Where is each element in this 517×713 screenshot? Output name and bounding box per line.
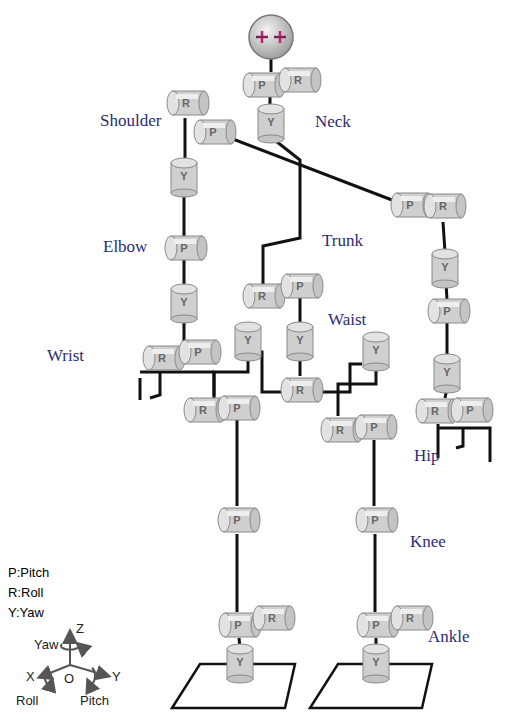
joint-name: Knee <box>410 533 446 550</box>
joint-letter: P <box>370 422 377 433</box>
joint-letter: P <box>372 620 379 631</box>
joint-cylinder <box>171 284 197 323</box>
joint-name: Neck <box>315 113 351 130</box>
joint-cylinder <box>451 398 493 422</box>
joint-letter: R <box>258 291 266 302</box>
joint-letter: P <box>406 200 413 211</box>
axis-label: Pitch <box>80 694 109 707</box>
joint-cylinder <box>428 299 470 323</box>
axis-label: Yaw <box>34 638 58 651</box>
axis-label: Z <box>76 622 84 635</box>
joint-name: Waist <box>328 311 366 328</box>
joint-letter: P <box>180 243 187 254</box>
joint-name: Hip <box>414 447 440 464</box>
joint-letter: P <box>443 306 450 317</box>
joint-cylinder <box>179 340 221 364</box>
joint-letter: P <box>233 403 240 414</box>
joint-cylinder <box>218 396 260 420</box>
joint-letter: R <box>439 201 447 212</box>
joint-cylinder <box>194 120 236 144</box>
joint-letter: P <box>258 80 265 91</box>
joint-letter: R <box>296 385 304 396</box>
joint-cylinder <box>363 644 389 683</box>
joint-name: Elbow <box>103 238 147 255</box>
joint-cylinder <box>165 236 207 260</box>
joint-cylinder <box>218 508 260 532</box>
joint-cylinder <box>258 104 284 143</box>
legend-text: Y:Yaw <box>8 606 44 619</box>
joint-letter: Y <box>180 297 187 308</box>
axis-label: O <box>64 672 74 685</box>
joint-cylinder <box>281 378 323 402</box>
joint-name: Shoulder <box>100 112 161 129</box>
joint-name: Wrist <box>47 347 84 364</box>
joint-cylinder <box>171 158 197 197</box>
joint-letter: R <box>431 406 439 417</box>
joint-letter: R <box>406 613 414 624</box>
joint-letter: R <box>158 353 166 364</box>
joint-letter: R <box>199 405 207 416</box>
joint-cylinder <box>432 249 458 288</box>
joint-name: Trunk <box>322 232 363 249</box>
joint-letter: P <box>209 127 216 138</box>
joint-cylinder <box>434 354 460 393</box>
joint-cylinder <box>391 606 433 630</box>
axis-label: Y <box>112 670 121 683</box>
joint-cylinder <box>279 68 321 92</box>
joint-letter: R <box>268 613 276 624</box>
joint-letter: Y <box>443 367 450 378</box>
joint-cylinder <box>281 274 323 298</box>
joint-letter: P <box>371 515 378 526</box>
axis-label: X <box>26 670 35 683</box>
joint-letter: R <box>182 98 190 109</box>
joint-letter: Y <box>441 262 448 273</box>
joint-letter: P <box>296 281 303 292</box>
joint-letter: P <box>233 515 240 526</box>
legend-text: R:Roll <box>8 586 43 599</box>
joint-letter: Y <box>372 657 379 668</box>
joint-cylinder <box>243 284 285 308</box>
joint-name: Ankle <box>428 628 470 645</box>
joint-letter: R <box>336 425 344 436</box>
joint-letter: Y <box>180 171 187 182</box>
joint-letter: Y <box>372 345 379 356</box>
joint-letter: P <box>466 405 473 416</box>
joint-letter: Y <box>267 117 274 128</box>
joint-letter: Y <box>244 335 251 346</box>
joint-cylinder <box>227 644 253 683</box>
joint-cylinder <box>243 73 285 97</box>
joint-cylinder <box>356 508 398 532</box>
joint-cylinder <box>167 91 209 115</box>
joint-letter: Y <box>296 335 303 346</box>
axis-label: Roll <box>16 694 38 707</box>
joint-letter: R <box>294 75 302 86</box>
joint-cylinder <box>287 322 313 361</box>
joint-letter: P <box>194 347 201 358</box>
joint-letter: Y <box>236 657 243 668</box>
joint-cylinder <box>363 332 389 371</box>
joint-cylinder <box>253 606 295 630</box>
joint-letter: P <box>234 620 241 631</box>
legend-text: P:Pitch <box>8 566 49 579</box>
joint-cylinder <box>424 194 466 218</box>
joint-cylinder <box>235 322 261 361</box>
joint-cylinder <box>355 415 397 439</box>
